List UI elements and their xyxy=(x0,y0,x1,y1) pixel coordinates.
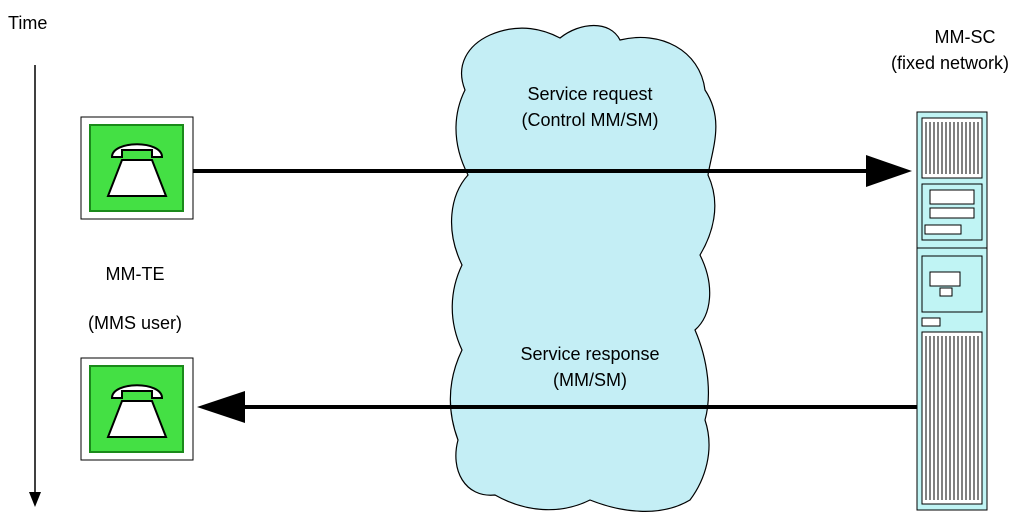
server-tower-icon xyxy=(916,111,988,511)
server-name-label: MM-SC xyxy=(934,27,996,47)
server-subtitle-label: (fixed network) xyxy=(890,53,1010,73)
terminal-phone-icon-bottom xyxy=(80,357,194,461)
time-axis-label: Time xyxy=(8,13,48,33)
request-label-line1: Service request xyxy=(527,84,653,104)
request-arrowhead xyxy=(866,155,912,187)
request-label-line2: (Control MM/SM) xyxy=(521,110,659,130)
time-axis-arrowhead xyxy=(29,492,41,507)
terminal-name-label: MM-TE xyxy=(105,264,165,284)
network-cloud xyxy=(449,25,717,512)
terminal-phone-icon-top xyxy=(80,116,194,220)
response-arrowhead xyxy=(197,391,245,423)
terminal-subtitle-label: (MMS user) xyxy=(88,313,182,333)
response-label-line1: Service response xyxy=(520,344,660,364)
response-label-line2: (MM/SM) xyxy=(553,370,627,390)
